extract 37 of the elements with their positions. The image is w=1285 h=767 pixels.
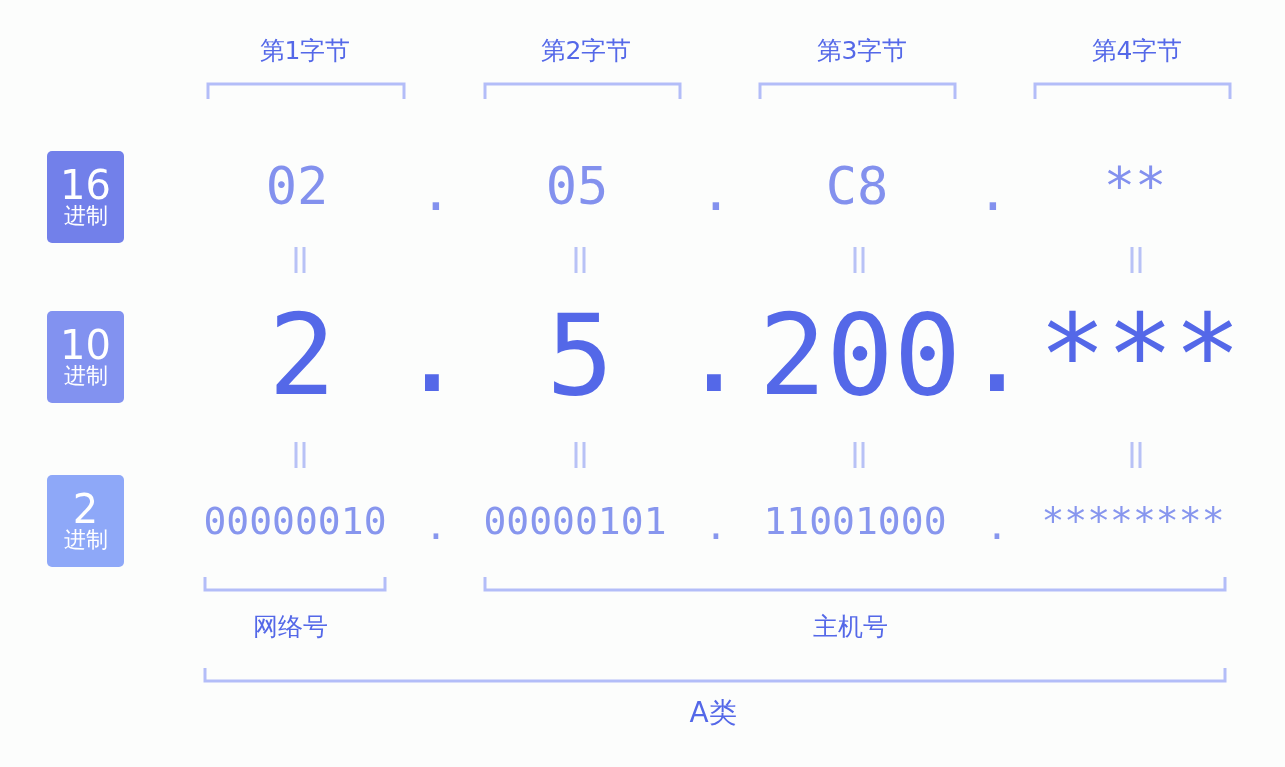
base-label: 进制 [63, 529, 108, 551]
hex-value: 05 [545, 160, 609, 212]
dot: . [704, 507, 728, 545]
dot: . [424, 507, 448, 545]
part-label: 网络号 [252, 613, 328, 639]
dot: . [963, 296, 1031, 408]
base-label: 进制 [63, 205, 108, 227]
dot: . [680, 296, 748, 408]
binary-value: 00000010 [203, 502, 387, 540]
dot: . [700, 166, 732, 218]
decimal-value: *** [1038, 299, 1242, 411]
base-number: 2 [72, 489, 99, 529]
dot: . [977, 166, 1009, 218]
hex-value: C8 [825, 160, 889, 212]
hex-value: 02 [265, 160, 329, 212]
byte-header: 第4字节 [1091, 37, 1183, 63]
binary-value: ******** [1041, 502, 1225, 540]
base-badge [47, 475, 124, 567]
base-number: 16 [60, 165, 111, 205]
base-label: 进制 [63, 365, 108, 387]
base-number: 10 [60, 325, 111, 365]
dot: . [985, 507, 1009, 545]
byte-header: 第3字节 [816, 37, 908, 63]
byte-header: 第2字节 [540, 37, 632, 63]
base-badge [47, 311, 124, 403]
dot: . [420, 166, 452, 218]
dot: . [398, 296, 466, 408]
binary-value: 11001000 [763, 502, 947, 540]
decimal-value: 200 [758, 299, 962, 411]
binary-value: 00000101 [483, 502, 667, 540]
decimal-value: 2 [268, 299, 336, 411]
byte-header: 第1字节 [259, 37, 351, 63]
part-label: 主机号 [812, 613, 888, 639]
decimal-value: 5 [546, 299, 614, 411]
base-badge [47, 151, 124, 243]
hex-value: ** [1103, 160, 1167, 212]
class-label: A类 [689, 699, 737, 727]
